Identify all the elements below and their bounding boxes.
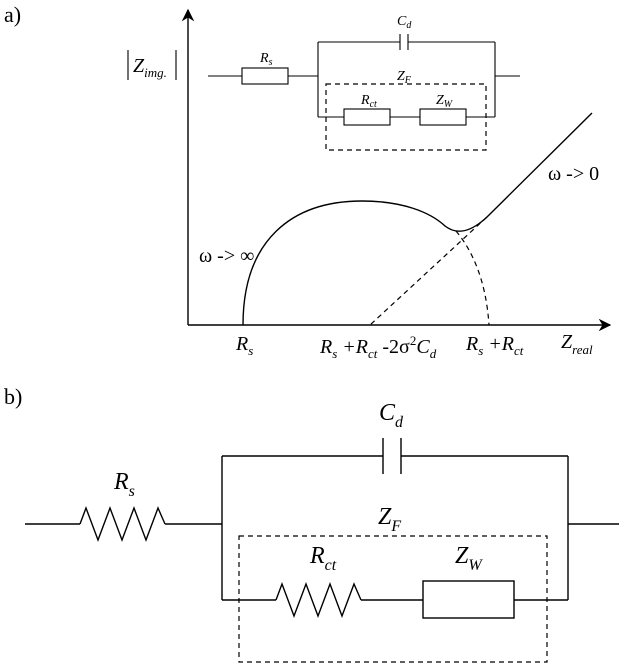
high-frequency-label: ω -> ∞	[199, 245, 254, 267]
panel-b-label: b)	[4, 384, 22, 409]
inset-rct-label: Rct	[360, 93, 377, 110]
nyquist-curve	[242, 112, 593, 326]
inset-rct-resistor	[343, 108, 391, 126]
panel-a: a) Zimg. Zreal ω -> ∞ ω -> 0 Rs Rs +Rct …	[4, 2, 612, 361]
rs-label: Rs	[113, 469, 135, 500]
panel-b: b) Rs Cd ZF Rct ZW	[4, 384, 619, 663]
inset-rs-label: Rs	[259, 51, 273, 68]
semicircle-dashed-extension	[455, 230, 490, 326]
inset-rs-resistor	[241, 67, 289, 85]
warburg-dashed-extrapolation	[369, 216, 488, 326]
zf-label: ZF	[378, 504, 401, 535]
inset-circuit: Rs Cd ZF Rct ZW	[208, 14, 520, 151]
svg-text:Zimg.: Zimg.	[133, 55, 167, 80]
inset-zw-element	[419, 108, 467, 126]
low-frequency-label: ω -> 0	[548, 163, 599, 185]
rct-resistor	[275, 582, 362, 618]
zf-box	[238, 535, 548, 663]
x-axis-label: Zreal	[561, 331, 593, 357]
rct-label: Rct	[309, 543, 337, 574]
y-axis-label: Zimg.	[127, 50, 177, 80]
inset-zf-label: ZF	[397, 69, 412, 86]
x-mark-rs: Rs	[235, 333, 253, 358]
panel-a-label: a)	[4, 2, 21, 27]
cd-label: Cd	[379, 400, 404, 431]
zw-label: ZW	[455, 543, 483, 574]
rs-resistor	[79, 506, 166, 542]
x-mark-rs-plus-rct: Rs +Rct	[465, 333, 524, 358]
inset-cd-label: Cd	[397, 14, 412, 31]
zw-element	[422, 580, 515, 619]
inset-zw-label: ZW	[436, 93, 454, 110]
x-mark-intercept: Rs +Rct -2σ2Cd	[319, 333, 437, 361]
